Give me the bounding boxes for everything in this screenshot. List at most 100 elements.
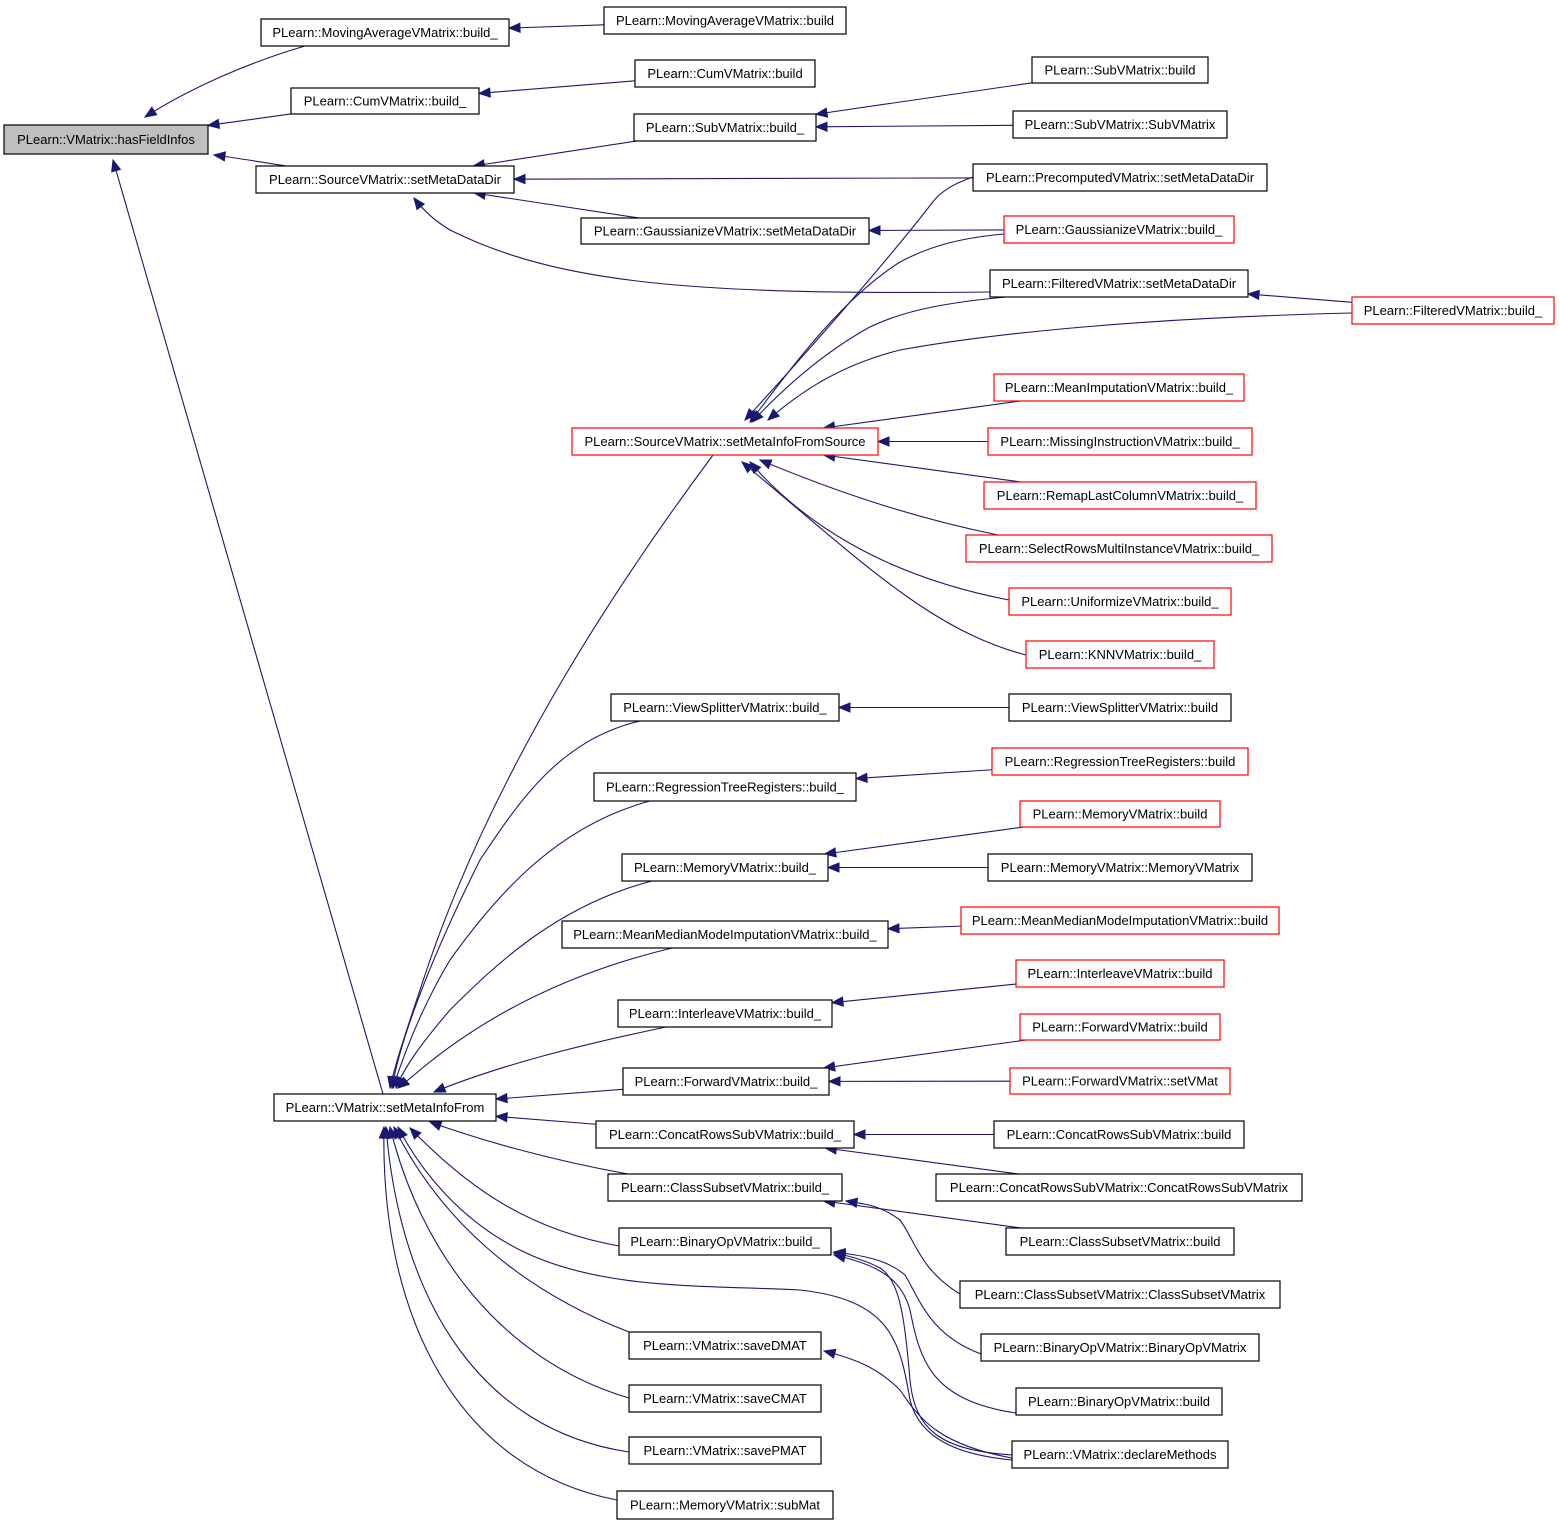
edge-regtree_b-to-regtree_b_ <box>854 769 993 784</box>
edge-inter_b_-to-vm_smif <box>432 1026 667 1093</box>
node-mav-b[interactable]: PLearn::MovingAverageVMatrix::build <box>603 6 847 35</box>
node-mav-b-[interactable]: PLearn::MovingAverageVMatrix::build_ <box>260 18 510 47</box>
node-crs-b[interactable]: PLearn::ConcatRowsSubVMatrix::build <box>993 1120 1245 1149</box>
edge-line <box>741 461 1027 656</box>
node-box <box>290 87 480 115</box>
node-cum-b[interactable]: PLearn::CumVMatrix::build <box>634 59 816 88</box>
node-bin-ctor[interactable]: PLearn::BinaryOpVMatrix::BinaryOpVMatrix <box>980 1333 1260 1362</box>
node-fil-b-[interactable]: PLearn::FilteredVMatrix::build_ <box>1351 296 1555 325</box>
edge-mmm_b_-to-vm_smif <box>396 947 673 1089</box>
node-fwd-b[interactable]: PLearn::ForwardVMatrix::build <box>1019 1013 1221 1041</box>
node-label: PLearn::InterleaveVMatrix::build <box>1028 966 1213 981</box>
node-selrows-b-[interactable]: PLearn::SelectRowsMultiInstanceVMatrix::… <box>965 534 1273 563</box>
node-box <box>628 1384 822 1413</box>
node-box <box>628 1436 822 1465</box>
node-meanimp-b-[interactable]: PLearn::MeanImputationVMatrix::build_ <box>993 373 1245 402</box>
node-fil-smdd[interactable]: PLearn::FilteredVMatrix::setMetaDataDir <box>989 269 1249 298</box>
node-vm-pmat[interactable]: PLearn::VMatrix::savePMAT <box>628 1436 822 1465</box>
edge-line <box>112 159 384 1095</box>
edge-line <box>473 140 637 167</box>
edge-arrowhead <box>814 107 829 118</box>
node-sub-b[interactable]: PLearn::SubVMatrix::build <box>1031 56 1209 84</box>
node-vm-smif[interactable]: PLearn::VMatrix::setMetaInfoFrom <box>273 1093 497 1122</box>
node-box <box>260 18 510 47</box>
node-regtree-b[interactable]: PLearn::RegressionTreeRegisters::build <box>991 747 1249 776</box>
edge-line <box>868 229 1005 232</box>
node-vm-decl[interactable]: PLearn::VMatrix::declareMethods <box>1011 1440 1229 1469</box>
node-box <box>987 853 1253 882</box>
node-label: PLearn::MissingInstructionVMatrix::build… <box>1000 434 1240 449</box>
node-cum-b-[interactable]: PLearn::CumVMatrix::build_ <box>290 87 480 115</box>
edge-mem_ctor-to-mem_b_ <box>826 862 988 873</box>
node-box <box>617 999 833 1028</box>
edge-arrowhead <box>432 1082 447 1093</box>
edge-line <box>887 925 962 930</box>
node-box <box>1012 110 1228 139</box>
edge-fil_b_-to-fil_smdd <box>1246 289 1353 303</box>
node-sub-ctor[interactable]: PLearn::SubVMatrix::SubVMatrix <box>1012 110 1228 139</box>
node-label: PLearn::ViewSplitterVMatrix::build <box>1022 700 1218 715</box>
edge-arrowhead <box>507 22 521 33</box>
node-vm-dmat[interactable]: PLearn::VMatrix::saveDMAT <box>628 1331 822 1360</box>
node-label: PLearn::SelectRowsMultiInstanceVMatrix::… <box>979 541 1260 556</box>
node-label: PLearn::RegressionTreeRegisters::build_ <box>606 780 845 795</box>
node-mem-submat[interactable]: PLearn::MemoryVMatrix::subMat <box>616 1490 834 1520</box>
node-box <box>3 124 209 155</box>
node-knn-b-[interactable]: PLearn::KNNVMatrix::build_ <box>1025 640 1215 669</box>
node-fwd-svm[interactable]: PLearn::ForwardVMatrix::setVMat <box>1009 1067 1231 1095</box>
edge-line <box>823 400 1021 429</box>
node-mem-ctor[interactable]: PLearn::MemoryVMatrix::MemoryVMatrix <box>987 853 1253 882</box>
node-mmm-b-[interactable]: PLearn::MeanMedianModeImputationVMatrix:… <box>561 920 889 949</box>
node-root[interactable]: PLearn::VMatrix::hasFieldInfos <box>3 124 209 155</box>
node-sub-b-[interactable]: PLearn::SubVMatrix::build_ <box>633 113 817 142</box>
node-label: PLearn::ConcatRowsSubVMatrix::build_ <box>609 1127 842 1142</box>
node-remap-b-[interactable]: PLearn::RemapLastColumnVMatrix::build_ <box>983 481 1257 510</box>
node-vsplit-b[interactable]: PLearn::ViewSplitterVMatrix::build <box>1008 693 1232 722</box>
node-inter-b-[interactable]: PLearn::InterleaveVMatrix::build_ <box>617 999 833 1028</box>
node-mem-b-[interactable]: PLearn::MemoryVMatrix::build_ <box>621 853 829 882</box>
edge-arrowhead <box>206 118 221 130</box>
edge-line <box>751 296 1007 423</box>
node-inter-b[interactable]: PLearn::InterleaveVMatrix::build <box>1015 959 1225 988</box>
node-pre-smdd[interactable]: PLearn::PrecomputedVMatrix::setMetaDataD… <box>972 163 1268 192</box>
node-bin-b[interactable]: PLearn::BinaryOpVMatrix::build <box>1015 1387 1223 1416</box>
node-label: PLearn::MovingAverageVMatrix::build_ <box>272 25 498 40</box>
node-bin-b-[interactable]: PLearn::BinaryOpVMatrix::build_ <box>618 1227 832 1256</box>
node-gau-smdd[interactable]: PLearn::GaussianizeVMatrix::setMetaDataD… <box>580 217 870 245</box>
node-box <box>622 1067 830 1096</box>
node-cls-b[interactable]: PLearn::ClassSubsetVMatrix::build <box>1005 1227 1235 1256</box>
node-src-smdd[interactable]: PLearn::SourceVMatrix::setMetaDataDir <box>255 165 515 194</box>
node-label: PLearn::ConcatRowsSubVMatrix::build <box>1007 1127 1232 1142</box>
node-vm-cmat[interactable]: PLearn::VMatrix::saveCMAT <box>628 1384 822 1413</box>
node-gau-b-[interactable]: PLearn::GaussianizeVMatrix::build_ <box>1003 215 1235 244</box>
node-cls-ctor[interactable]: PLearn::ClassSubsetVMatrix::ClassSubsetV… <box>959 1280 1281 1309</box>
node-box <box>1031 56 1209 84</box>
node-crs-ctor[interactable]: PLearn::ConcatRowsSubVMatrix::ConcatRows… <box>935 1173 1303 1202</box>
node-mmm-b[interactable]: PLearn::MeanMedianModeImputationVMatrix:… <box>960 906 1280 935</box>
edge-line <box>508 24 605 29</box>
node-mem-b[interactable]: PLearn::MemoryVMatrix::build <box>1019 800 1221 828</box>
edge-mem_b_-to-vm_smif <box>395 880 653 1090</box>
node-vsplit-b-[interactable]: PLearn::ViewSplitterVMatrix::build_ <box>610 693 840 722</box>
edge-fwd_b_-to-vm_smif <box>494 1088 624 1104</box>
edge-mem_b-to-mem_b_ <box>823 826 1025 858</box>
edge-arrowhead <box>822 1348 837 1359</box>
edge-line <box>413 197 991 294</box>
node-label: PLearn::GaussianizeVMatrix::setMetaDataD… <box>594 224 857 239</box>
node-box <box>980 1333 1260 1362</box>
node-label: PLearn::SourceVMatrix::setMetaInfoFromSo… <box>584 434 865 449</box>
node-missing-b-[interactable]: PLearn::MissingInstructionVMatrix::build… <box>987 427 1253 456</box>
node-unif-b-[interactable]: PLearn::UniformizeVMatrix::build_ <box>1008 587 1232 616</box>
edge-mmm_b-to-mmm_b_ <box>886 923 962 934</box>
node-cls-b-[interactable]: PLearn::ClassSubsetVMatrix::build_ <box>607 1173 843 1202</box>
node-label: PLearn::CumVMatrix::build <box>647 66 802 81</box>
node-fwd-b-[interactable]: PLearn::ForwardVMatrix::build_ <box>622 1067 830 1096</box>
edge-arrowhead <box>428 1120 443 1131</box>
node-regtree-b-[interactable]: PLearn::RegressionTreeRegisters::build_ <box>593 772 857 802</box>
edge-gau_b_-to-gau_smdd <box>867 225 1005 236</box>
node-crs-b-[interactable]: PLearn::ConcatRowsSubVMatrix::build_ <box>595 1120 855 1149</box>
node-label: PLearn::ForwardVMatrix::setVMat <box>1022 1074 1218 1089</box>
edge-line <box>391 720 641 1089</box>
node-src-smifs[interactable]: PLearn::SourceVMatrix::setMetaInfoFromSo… <box>571 427 879 456</box>
node-box <box>935 1173 1303 1202</box>
